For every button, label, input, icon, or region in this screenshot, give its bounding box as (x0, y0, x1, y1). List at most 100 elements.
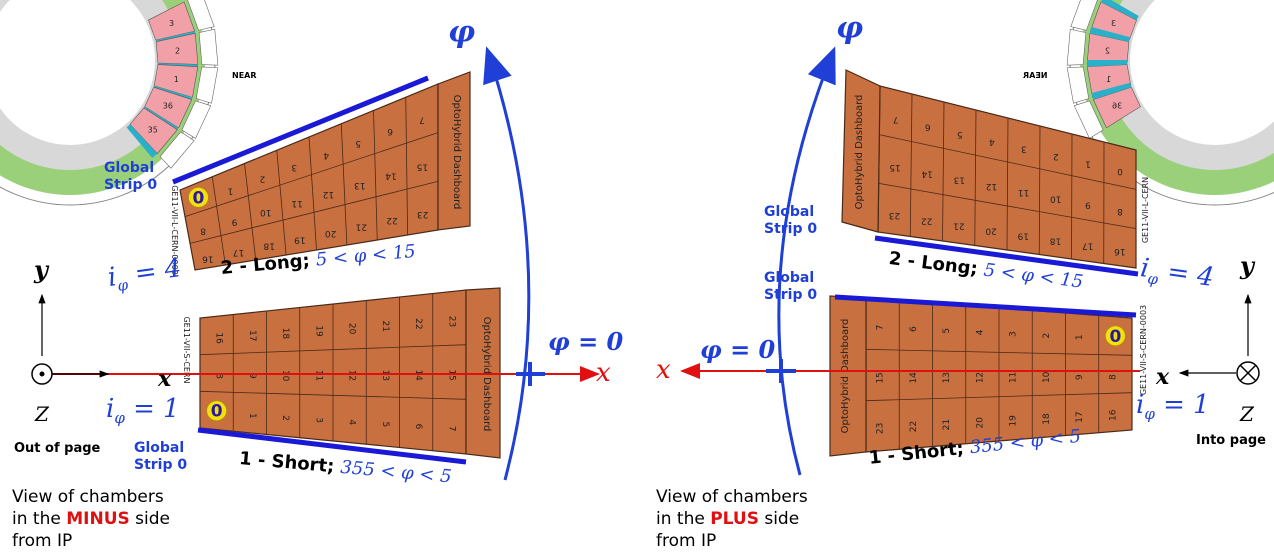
strip-number: 8 (1108, 374, 1118, 380)
strip-number: 13 (942, 372, 952, 383)
strip-label: Strip 0 (134, 457, 188, 473)
strip-number: 23 (417, 209, 428, 219)
strip-number: 0 (1117, 166, 1123, 176)
left-coordinate-system (31, 293, 110, 385)
right-short-strip0-edge (834, 294, 1137, 318)
strip-number: 12 (986, 181, 997, 191)
strip-number: 20 (325, 228, 337, 238)
strip-number: 22 (413, 318, 423, 329)
strip-number: 16 (1108, 409, 1118, 421)
strip-number: 10 (280, 370, 290, 382)
ring-sector-number: 3 (169, 19, 174, 28)
right-iphi-1: iφ = 1 (1136, 390, 1210, 424)
right-long-strip0-edge (874, 235, 1139, 277)
right-phi0-label: φ = 0 (700, 335, 776, 364)
strip-number: 5 (942, 328, 952, 334)
strip-number: 4 (989, 136, 995, 146)
strip-number: 8 (200, 225, 206, 235)
left-x-axis-label: x (596, 358, 611, 388)
ring-sector-number: 3 (1111, 19, 1116, 28)
left-long-strip0-edge (172, 75, 429, 185)
strip-number: 17 (247, 330, 257, 341)
strip-number: 1 (247, 413, 257, 419)
strip-number: 21 (942, 419, 952, 430)
strip-number: 14 (909, 372, 919, 384)
strip-number: 16 (1114, 246, 1126, 256)
left-view-caption: View of chambers in the MINUS side from … (12, 487, 170, 551)
ring-sector-number: 2 (175, 47, 180, 56)
strip-number: 15 (417, 162, 428, 172)
left-global-strip-top: Global Strip 0 (104, 160, 157, 194)
strip-number: 11 (313, 370, 323, 381)
strip-number: 19 (313, 325, 323, 337)
left-phi-label: φ (448, 15, 476, 50)
strip-label: Strip 0 (764, 221, 818, 237)
left-phi0-label: φ = 0 (548, 327, 624, 356)
strip-number: 14 (413, 369, 423, 381)
left-short-strip0-edge (197, 427, 467, 465)
dashboard-label: OptoHybrid Dashboard (451, 95, 462, 210)
strip-number: 23 (876, 423, 886, 434)
strip-number: 22 (909, 421, 919, 432)
ring-sector-number: 1 (1106, 75, 1111, 84)
global-label: Global (764, 270, 815, 286)
strip-number: 7 (876, 325, 886, 331)
left-x-label: x (158, 366, 172, 392)
strip-number: 2 (259, 174, 265, 184)
ring-sector-number: 1 (174, 75, 179, 84)
strip-number: 9 (1075, 374, 1085, 380)
strip-number: 10 (1042, 371, 1052, 383)
right-global-strip-top: Global Strip 0 (764, 204, 817, 238)
strip-number: 1 (1085, 159, 1091, 169)
strip-number: 0 (1109, 327, 1121, 347)
strip-number: 5 (957, 129, 963, 139)
dashboard-label: OptoHybrid Dashboard (840, 319, 851, 434)
global-label: Global (134, 440, 185, 456)
strip-number: 22 (921, 215, 932, 225)
strip-number: 23 (446, 316, 456, 327)
left-phi-arc (483, 46, 531, 481)
ring-sector-number: 2 (1105, 47, 1110, 56)
strip-number: 6 (387, 126, 393, 136)
strip-number: 19 (294, 234, 306, 244)
strip-number: 15 (889, 162, 900, 172)
strip-number: 17 (233, 247, 244, 257)
ring-sector-number: 36 (163, 102, 173, 111)
right-x-label: x (1156, 364, 1170, 390)
left-page-dir: Out of page (14, 441, 101, 456)
chamber-id-label: GE11-VII-L-CERN-0003 (170, 185, 179, 275)
strip-number: 10 (260, 207, 272, 217)
strip-number: 15 (446, 369, 456, 380)
strip-number: 6 (413, 424, 423, 430)
strip-number: 14 (921, 168, 933, 178)
right-coordinate-system (1178, 293, 1260, 385)
right-page-dir: Into page (1196, 433, 1266, 448)
right-x-axis-label: x (656, 355, 671, 385)
strip-number: 8 (1117, 206, 1123, 216)
strip-number: 19 (1009, 415, 1019, 427)
strip-number: 17 (1075, 411, 1085, 422)
strip-number: 7 (893, 114, 899, 124)
strip-number: 13 (354, 180, 365, 190)
strip-number: 1 (228, 186, 234, 196)
strip-number: 5 (355, 138, 361, 148)
left-y-label: y (34, 255, 48, 284)
right-global-strip-bottom: Global Strip 0 (764, 270, 817, 304)
strip-number: 4 (323, 150, 329, 160)
right-z-label: Z (1240, 402, 1254, 426)
strip-label: Strip 0 (104, 177, 158, 193)
left-z-label: Z (35, 402, 49, 426)
dashboard-label: OptoHybrid Dashboard (854, 95, 865, 210)
strip-number: 12 (975, 372, 985, 383)
strip-number: 2 (280, 415, 290, 421)
right-phi-label: φ (836, 11, 864, 46)
strip-number: 2 (1042, 333, 1052, 339)
left-iphi-1: iφ = 1 (106, 394, 180, 428)
strip-number: 20 (347, 323, 357, 335)
strip-number: 21 (356, 222, 367, 232)
left-global-strip-bottom: Global Strip 0 (134, 440, 187, 474)
